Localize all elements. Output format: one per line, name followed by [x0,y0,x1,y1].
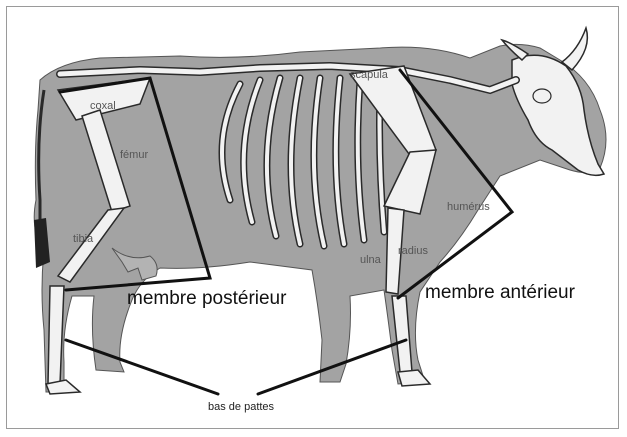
label-radius: radius [398,246,428,257]
label-coxal: coxal [90,101,116,112]
label-ulna: ulna [360,255,381,266]
label-membre-anterieur: membre antérieur [425,283,575,302]
label-scapula: scapula [350,70,388,81]
label-tibia: tibia [73,234,93,245]
label-femur: fémur [120,150,148,161]
fore-hoof [398,370,430,386]
label-bas-de-pattes: bas de pattes [208,402,274,413]
horn-right [562,28,587,70]
hind-lower-leg-pointer [66,340,218,394]
label-membre-posterieur: membre postérieur [127,289,286,308]
label-humerus: humérus [447,202,490,213]
